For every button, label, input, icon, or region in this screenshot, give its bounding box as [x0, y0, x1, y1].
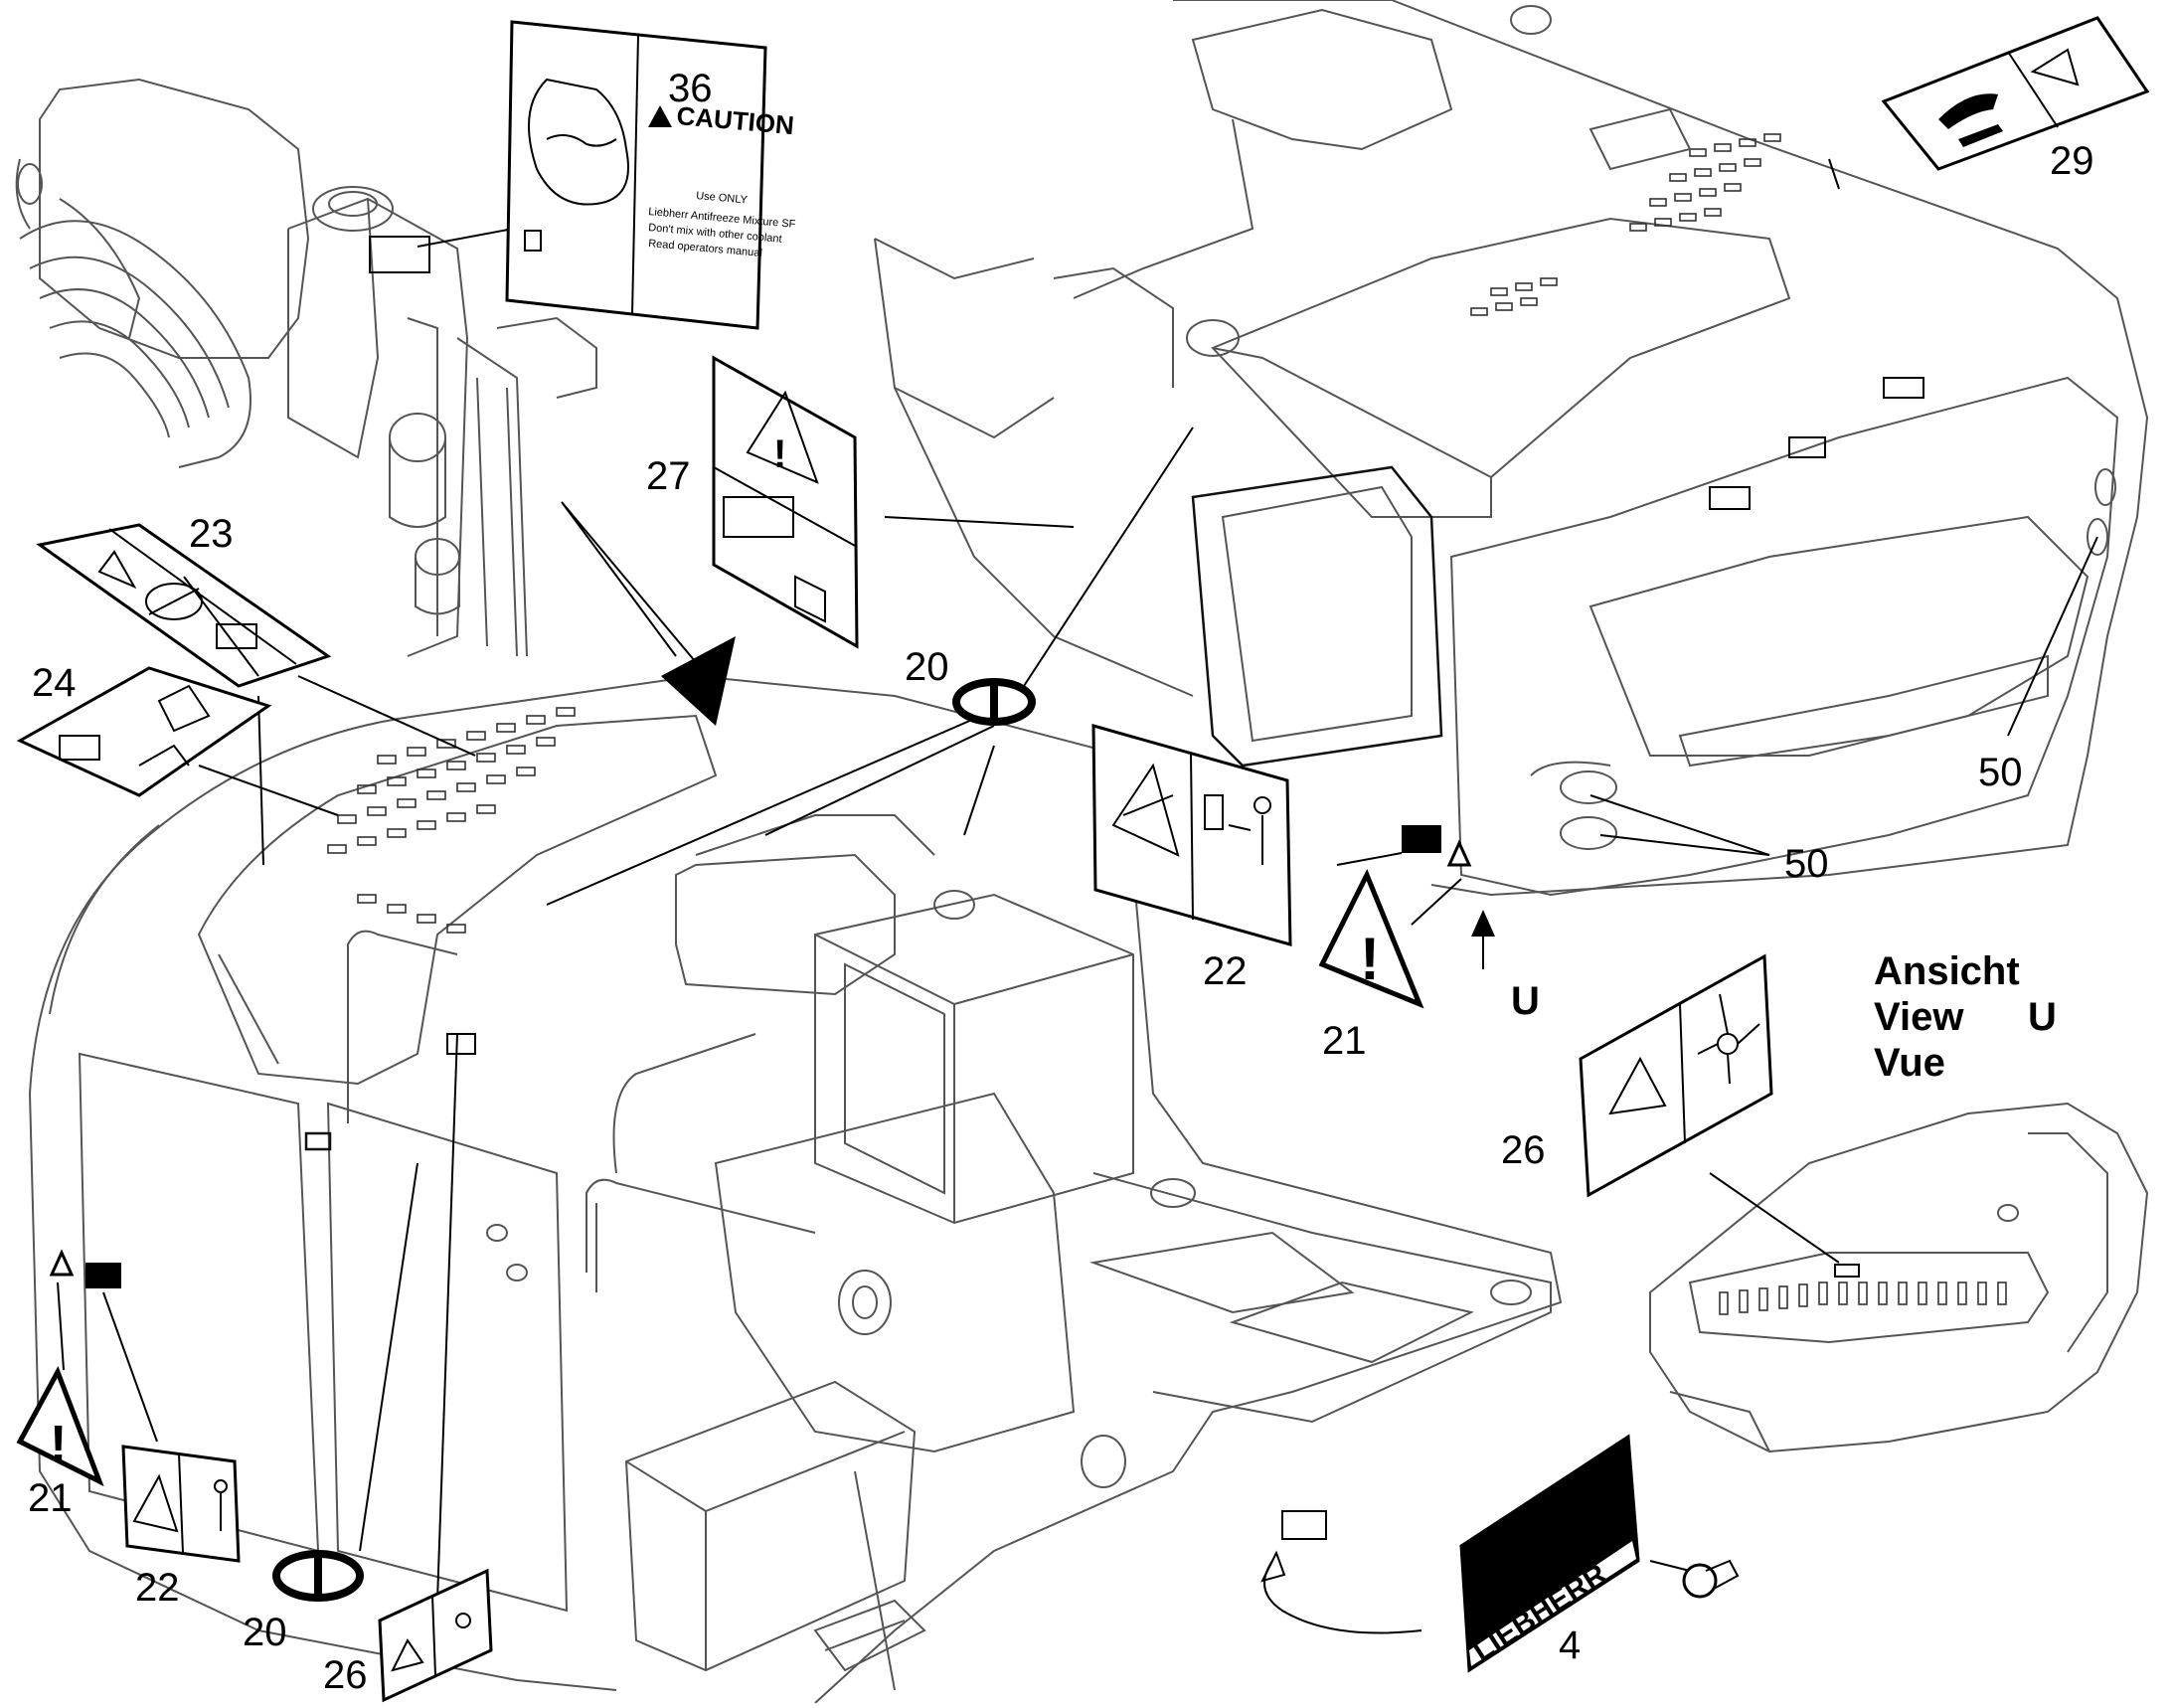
label-20-bottom: 20: [243, 1611, 287, 1654]
u-arrow: [1471, 910, 1495, 969]
label-21-top: 21: [1322, 1019, 1367, 1063]
leader-lines: [57, 158, 2098, 1634]
view-caption: Ansicht View U Vue: [1874, 949, 2057, 1085]
rear-view-drawing: [874, 0, 2149, 897]
label-4: 4: [1559, 1623, 1581, 1667]
decal-36-coolant: CAUTION Use ONLY Liebherr Antifreeze Mix…: [505, 20, 796, 330]
label-26-view: 26: [1501, 1128, 1546, 1172]
decal-22-crush-bottom: [121, 1445, 241, 1563]
view-line-2: View: [1874, 995, 1964, 1039]
exclamation-icon: !: [50, 1416, 67, 1473]
decal-29-hand-hazard: [1881, 16, 2150, 171]
label-50-right: 50: [1978, 751, 2023, 794]
view-line-1: Ansicht: [1874, 949, 2020, 993]
label-20-top: 20: [905, 645, 949, 689]
decal-26-fan: [1579, 953, 1773, 1198]
exclamation-icon: !: [1360, 926, 1380, 992]
decal-27-warning: !: [712, 355, 859, 649]
caution-text-1: Use ONLY: [696, 190, 749, 207]
label-u-arrow: U: [1511, 979, 1540, 1023]
decal-22-crush: [1091, 724, 1292, 946]
decal-21-warning-bottom: !: [16, 1366, 104, 1487]
label-22-bottom: 22: [135, 1566, 180, 1610]
callout-labels: 36 27 23 24 20 29 50 50 22 21 U 26 21 22…: [28, 67, 2094, 1697]
symbol-20-bottom: [272, 1550, 364, 1602]
radiator-drawing: [15, 78, 597, 657]
decal-26-fan-bottom: [378, 1568, 493, 1703]
label-27: 27: [646, 454, 691, 498]
label-23: 23: [189, 512, 234, 556]
label-36: 36: [668, 67, 713, 110]
view-line-3: Vue: [1874, 1041, 1945, 1085]
label-24: 24: [32, 661, 77, 705]
view-letter: U: [2028, 995, 2057, 1039]
exclamation-icon: !: [773, 432, 786, 476]
label-29: 29: [2050, 139, 2094, 183]
nameplate-4: LIEBHERR: [1459, 1434, 1740, 1673]
symbol-20-top: [952, 678, 1036, 726]
view-u-drawing: [1649, 1102, 2149, 1453]
superstructure-drawing: [29, 674, 1563, 1704]
decal-24-manual: [16, 666, 272, 797]
label-50-bottom: 50: [1784, 842, 1829, 886]
label-21-bottom: 21: [28, 1476, 73, 1520]
label-22-top: 22: [1203, 949, 1248, 993]
decal-21-warning: !: [1318, 868, 1424, 1009]
decal-23-no-entry: [36, 523, 332, 688]
view-direction-arrow: [561, 501, 736, 726]
label-26-bottom: 26: [323, 1653, 368, 1697]
